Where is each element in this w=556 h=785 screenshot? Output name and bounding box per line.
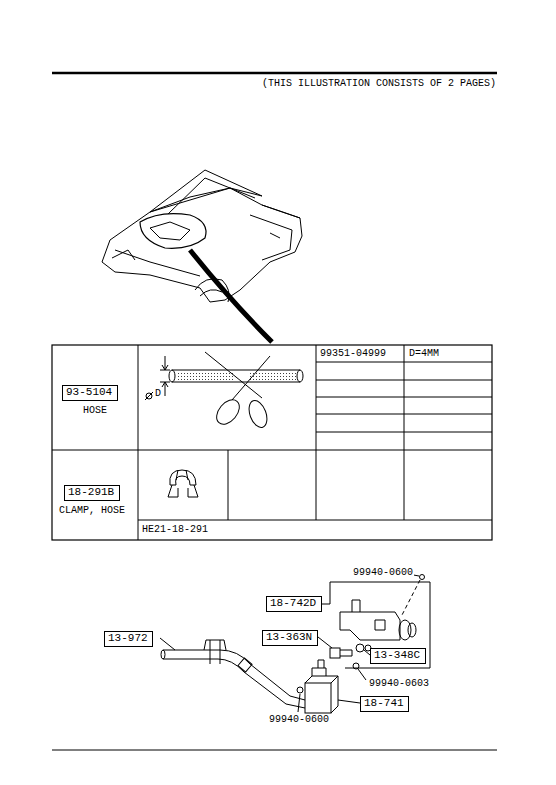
part-number-box: 13-348C xyxy=(370,648,426,664)
callout-number: 13-363N xyxy=(266,631,314,644)
part-name: CLAMP, HOSE xyxy=(58,505,126,517)
callout-number: 93-5104 xyxy=(66,386,114,399)
dimension-label: D xyxy=(154,388,162,400)
part-number: 99351-04999 xyxy=(319,348,387,360)
page-note: (THIS ILLUSTRATION CONSISTS OF 2 PAGES) xyxy=(261,78,497,90)
callout-number: 13-972 xyxy=(108,632,149,645)
part-number: 99940-0603 xyxy=(368,678,430,690)
part-number-box: 18-291B xyxy=(64,485,120,501)
part-number-box: 13-363N xyxy=(262,630,318,646)
part-number-box: 13-972 xyxy=(104,631,153,647)
part-name: HOSE xyxy=(82,405,108,417)
dimension-value: D=4MM xyxy=(408,348,440,360)
part-number-box: 18-742D xyxy=(266,596,322,612)
part-number-box: 18-741 xyxy=(360,696,409,712)
part-number-box: 93-5104 xyxy=(62,385,118,401)
callout-number: 13-348C xyxy=(374,649,422,662)
callout-number: 18-742D xyxy=(270,597,318,610)
callout-number: 18-291B xyxy=(68,486,116,499)
callout-number: 18-741 xyxy=(364,697,405,710)
part-number: 99940-0600 xyxy=(268,714,330,726)
part-number: HE21-18-291 xyxy=(141,524,209,536)
part-number: 99940-0600 xyxy=(352,567,414,579)
